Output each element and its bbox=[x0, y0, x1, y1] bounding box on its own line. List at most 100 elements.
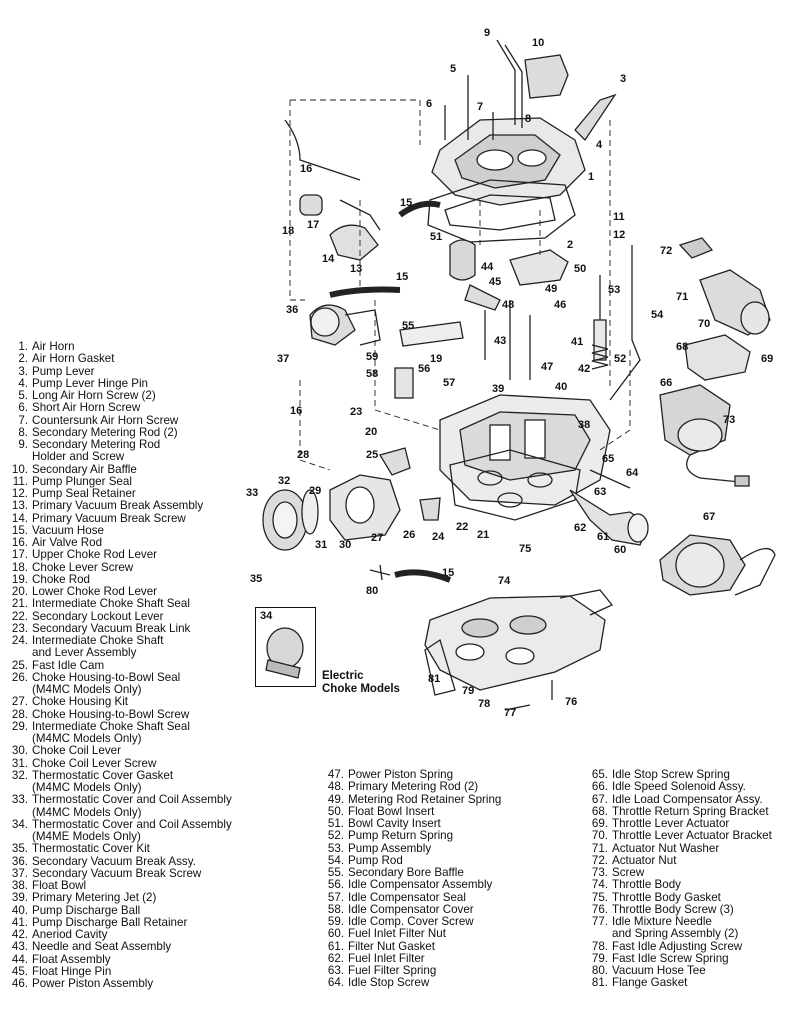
legend-item: 52.Pump Return Spring bbox=[322, 829, 501, 843]
legend-item-number: 9. bbox=[18, 438, 28, 451]
legend-item-text: Secondary Lockout Lever bbox=[32, 609, 164, 623]
legend-item-continuation: and Lever Assembly bbox=[32, 646, 137, 660]
legend-item-text: Screw bbox=[612, 866, 645, 879]
callout-58: 58 bbox=[366, 368, 378, 380]
legend-item-text: Thermostatic Cover Gasket bbox=[32, 768, 174, 782]
callout-28: 28 bbox=[297, 449, 309, 461]
callout-40: 40 bbox=[555, 381, 567, 393]
legend-item: 23.Secondary Vacuum Break Link bbox=[6, 622, 232, 635]
legend-item-number: 2. bbox=[18, 352, 28, 366]
legend-item-text: Needle and Seat Assembly bbox=[32, 940, 172, 954]
legend-item: 4.Pump Lever Hinge Pin bbox=[6, 376, 232, 390]
callout-38: 38 bbox=[578, 419, 590, 431]
throttle-body-gasket-part bbox=[449, 449, 581, 521]
legend-item-text: Idle Speed Solenoid Assy. bbox=[612, 780, 746, 794]
legend-item: 65.Idle Stop Screw Spring bbox=[586, 768, 772, 781]
legend-item-text: Fuel Inlet Filter Nut bbox=[348, 927, 446, 941]
legend-item-number: 61. bbox=[327, 939, 344, 953]
callout-15a: 15 bbox=[400, 197, 412, 209]
legend-item-continuation: (M4MC Models Only) bbox=[32, 781, 142, 794]
legend-item: 17.Upper Choke Rod Lever bbox=[6, 548, 232, 562]
legend-item-text: Choke Coil Lever Screw bbox=[32, 756, 157, 770]
legend-item-text: Float Bowl bbox=[32, 879, 87, 892]
legend-item-text: Pump Return Spring bbox=[348, 829, 454, 843]
callout-34: 34 bbox=[260, 610, 273, 622]
legend-item: 55.Secondary Bore Baffle bbox=[322, 866, 501, 879]
legend-item-text: Secondary Vacuum Break Assy. bbox=[32, 854, 196, 868]
legend-item: 29.Intermediate Choke Shaft Seal(M4MC Mo… bbox=[6, 719, 232, 746]
legend-item-number: 68. bbox=[591, 804, 608, 818]
legend-item: 30.Choke Coil Lever bbox=[6, 744, 232, 758]
electric-choke-inset-box: 34 bbox=[255, 607, 316, 687]
legend-item-number: 70. bbox=[591, 829, 608, 843]
legend-item: 36.Secondary Vacuum Break Assy. bbox=[6, 854, 232, 868]
legend-item-number: 54. bbox=[327, 853, 344, 867]
legend-item-text: Aneriod Cavity bbox=[32, 928, 108, 941]
legend-item-number: 31. bbox=[11, 756, 28, 770]
legend-item-text: Pump Plunger Seal bbox=[32, 474, 132, 488]
legend-item-number: 1. bbox=[18, 340, 28, 353]
callout-27: 27 bbox=[371, 532, 383, 544]
legend-item: 11.Pump Plunger Seal bbox=[6, 474, 232, 488]
legend-item: 80.Vacuum Hose Tee bbox=[586, 964, 772, 977]
callout-26: 26 bbox=[403, 529, 415, 541]
legend-item-text: Fast Idle Screw Spring bbox=[612, 951, 729, 965]
legend-item-number: 19. bbox=[11, 572, 28, 586]
legend-item-number: 16. bbox=[11, 536, 28, 549]
legend-item-text: Pump Lever bbox=[32, 364, 95, 378]
legend-item: 79. Fast Idle Screw Spring bbox=[586, 951, 772, 965]
legend-item-text: Vacuum Hose Tee bbox=[612, 964, 706, 977]
legend-item-text: Metering Rod Retainer Spring bbox=[348, 792, 502, 806]
legend-item-text: Idle Stop Screw Spring bbox=[612, 768, 730, 781]
legend-item-text: Upper Choke Rod Lever bbox=[32, 548, 158, 562]
callout-13: 13 bbox=[350, 263, 362, 275]
legend-item: 38.Float Bowl bbox=[6, 879, 232, 892]
legend-item-number: 4. bbox=[18, 376, 28, 390]
legend-item-text: Idle Load Compensator Assy. bbox=[612, 792, 763, 806]
callout-18: 18 bbox=[282, 225, 294, 237]
legend-item: 76.Throttle Body Screw (3) bbox=[586, 903, 772, 916]
callout-16a: 16 bbox=[300, 163, 312, 175]
legend-item: 63.Fuel Filter Spring bbox=[322, 964, 501, 977]
legend-item-number: 75. bbox=[591, 890, 608, 904]
legend-item: 62.Fuel Inlet Filter bbox=[322, 951, 501, 965]
legend-item-number: 63. bbox=[327, 964, 344, 977]
legend-item: 69.Throttle Lever Actuator bbox=[586, 817, 772, 830]
legend-item: 68.Throttle Return Spring Bracket bbox=[586, 804, 772, 818]
callout-17: 17 bbox=[307, 219, 319, 231]
legend-item-text: Choke Coil Lever bbox=[32, 744, 121, 758]
legend-item: 37.Secondary Vacuum Break Screw bbox=[6, 867, 232, 880]
legend-item-number: 81. bbox=[591, 976, 608, 990]
legend-item-text: Thermostatic Cover Kit bbox=[32, 842, 150, 856]
callout-11: 11 bbox=[613, 211, 625, 223]
callout-42: 42 bbox=[578, 363, 590, 375]
legend-item-text: Primary Vacuum Break Screw bbox=[32, 511, 186, 525]
legend-item-text: Fuel Inlet Filter bbox=[348, 951, 425, 965]
legend-item-number: 26. bbox=[11, 670, 28, 684]
legend-item-number: 49. bbox=[327, 792, 344, 806]
callout-19: 19 bbox=[430, 353, 442, 365]
legend-item-text: Flange Gasket bbox=[612, 976, 688, 990]
legend-item-text: Idle Compensator Assembly bbox=[348, 878, 493, 892]
callout-66: 66 bbox=[660, 377, 672, 389]
callout-33: 33 bbox=[246, 487, 258, 499]
legend-item-text: Pump Discharge Ball bbox=[32, 903, 141, 917]
legend-item-text: Idle Mixture Needle bbox=[612, 915, 712, 928]
callout-59: 59 bbox=[366, 351, 378, 363]
legend-item: 70.Throttle Lever Actuator Bracket bbox=[586, 829, 772, 843]
legend-item: 22.Secondary Lockout Lever bbox=[6, 609, 232, 623]
legend-item-text: Filter Nut Gasket bbox=[348, 939, 435, 953]
legend-item-number: 71. bbox=[591, 841, 608, 855]
legend-item-text: Intermediate Choke Shaft Seal bbox=[32, 719, 190, 733]
legend-item-number: 79. bbox=[591, 951, 608, 965]
legend-item: 67.Idle Load Compensator Assy. bbox=[586, 792, 772, 806]
legend-item: 7.Countersunk Air Horn Screw bbox=[6, 414, 232, 427]
legend-item-number: 66. bbox=[591, 780, 608, 794]
legend-item-text: Fast Idle Cam bbox=[32, 658, 105, 672]
legend-item: 5.Long Air Horn Screw (2) bbox=[6, 389, 232, 402]
legend-item: 75.Throttle Body Gasket bbox=[586, 890, 772, 904]
